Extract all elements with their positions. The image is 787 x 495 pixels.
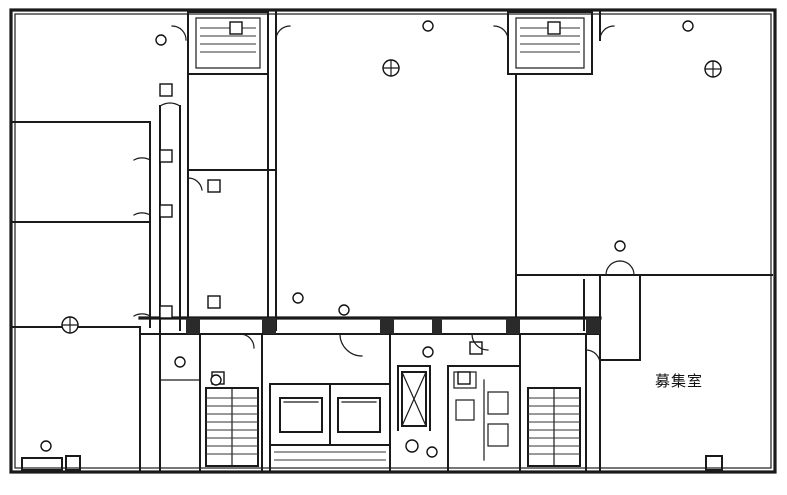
east-rooms bbox=[515, 274, 773, 471]
ceiling-light-icon bbox=[704, 60, 722, 78]
door-swing-icon bbox=[133, 25, 635, 365]
outlet-icon bbox=[40, 20, 694, 452]
ceiling-light-icon bbox=[382, 59, 400, 77]
stair-right bbox=[527, 387, 581, 467]
corridor bbox=[138, 316, 602, 335]
base-blocks bbox=[21, 455, 723, 471]
wc-fixtures bbox=[405, 371, 509, 458]
ceiling-light-icon bbox=[61, 316, 79, 334]
south-core bbox=[159, 333, 587, 471]
outer-walls bbox=[9, 8, 777, 474]
elevator-left bbox=[279, 397, 323, 433]
elevator-sill bbox=[274, 451, 386, 461]
north-core-right bbox=[507, 11, 601, 331]
west-rooms bbox=[12, 102, 181, 471]
elevator-right bbox=[337, 397, 381, 433]
room-label-vacant: 募集室 bbox=[655, 372, 704, 390]
north-core-left bbox=[187, 11, 277, 331]
shaft-x bbox=[401, 371, 427, 427]
stair-left bbox=[205, 387, 259, 467]
equipment-box-icon bbox=[159, 21, 561, 385]
stair-top-left bbox=[200, 27, 256, 53]
